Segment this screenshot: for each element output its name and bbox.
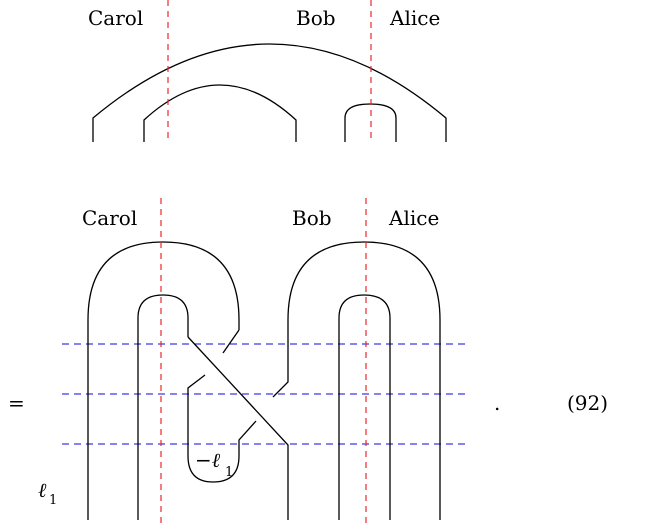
top-label-alice: Alice <box>389 6 440 30</box>
crossing-upper-gap <box>222 329 240 354</box>
period: . <box>494 391 500 415</box>
top-label-carol: Carol <box>88 6 143 30</box>
equation-number: (92) <box>567 391 608 415</box>
bottom-label-carol: Carol <box>82 206 137 230</box>
crossing-over-strand <box>187 336 289 520</box>
top-diagram: Carol Bob Alice <box>88 0 447 142</box>
bottom-label-bob: Bob <box>292 206 332 230</box>
equals-sign: = <box>8 391 25 415</box>
loop-label: −ℓ <box>195 448 221 472</box>
right-outer-cup <box>287 241 441 520</box>
right-inner-cup <box>338 294 391 520</box>
left-outer-cup <box>87 241 240 520</box>
crossing-right-lower <box>238 420 257 455</box>
crossing-mid-strand <box>187 374 206 400</box>
bottom-label-alice: Alice <box>388 206 439 230</box>
top-outer-arc <box>92 43 447 142</box>
top-middle-arc <box>143 84 297 142</box>
top-label-bob: Bob <box>296 6 336 30</box>
crossing-right-upper <box>272 320 289 398</box>
left-inner-cup <box>137 294 189 520</box>
bottom-diagram: Carol Bob Alice −ℓ 1 ℓ 1 <box>38 198 468 527</box>
side-label-subscript: 1 <box>49 493 57 508</box>
twist-loop <box>187 400 240 483</box>
loop-label-subscript: 1 <box>225 465 233 480</box>
top-small-arc <box>344 103 397 142</box>
side-label: ℓ <box>38 478 47 502</box>
